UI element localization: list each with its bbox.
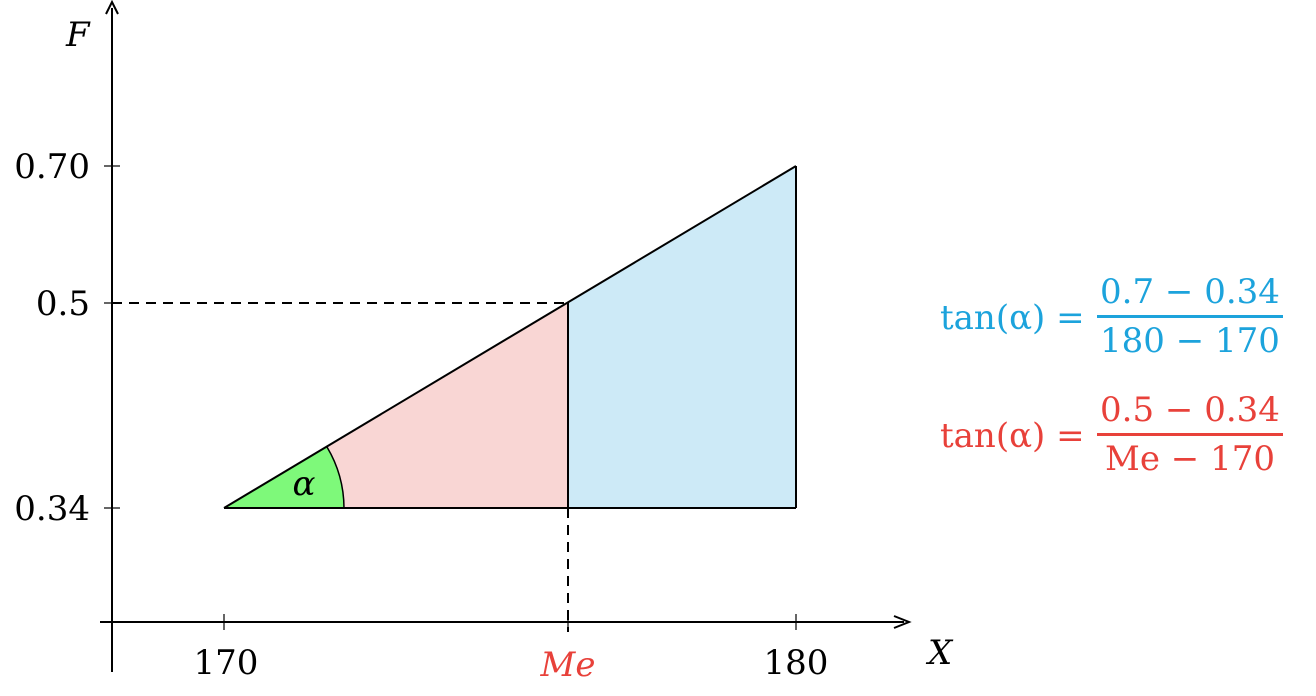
angle-sector — [224, 447, 344, 508]
formula-blue-lhs: tan(α) = — [940, 298, 1085, 338]
angle-label: α — [293, 464, 316, 504]
formula-red-lhs: tan(α) = — [940, 416, 1085, 456]
formula-blue: tan(α) = 0.7 − 0.34 180 − 170 — [940, 272, 1300, 372]
formula-blue-denominator: 180 − 170 — [1100, 321, 1280, 361]
formula-red: tan(α) = 0.5 − 0.34 Me − 170 — [940, 390, 1300, 490]
hypotenuse-line — [223, 165, 797, 509]
formula-red-numerator: 0.5 − 0.34 — [1100, 390, 1280, 430]
y-tick-label-070: 0.70 — [14, 147, 90, 187]
formula-red-denominator: Me − 170 — [1105, 439, 1275, 479]
blue-region — [568, 166, 796, 508]
x-tick-label-170: 170 — [194, 643, 259, 683]
formula-red-fraction: 0.5 − 0.34 Me − 170 — [1097, 390, 1283, 479]
x-tick-label-180: 180 — [764, 643, 829, 683]
formula-blue-fraction-bar — [1097, 315, 1283, 318]
y-tick-label-034: 0.34 — [14, 489, 90, 529]
formula-red-fraction-bar — [1097, 433, 1283, 436]
y-axis-arrowhead — [105, 0, 119, 15]
x-axis-arrowhead — [893, 615, 912, 629]
x-tick-label-me: Me — [540, 645, 596, 685]
angle-arc — [326, 446, 345, 509]
y-tick-label-05: 0.5 — [36, 284, 90, 324]
formula-blue-numerator: 0.7 − 0.34 — [1100, 272, 1280, 312]
formula-blue-fraction: 0.7 − 0.34 180 − 170 — [1097, 272, 1283, 361]
x-axis-label: X — [925, 633, 954, 673]
y-axis-label: F — [65, 15, 91, 55]
